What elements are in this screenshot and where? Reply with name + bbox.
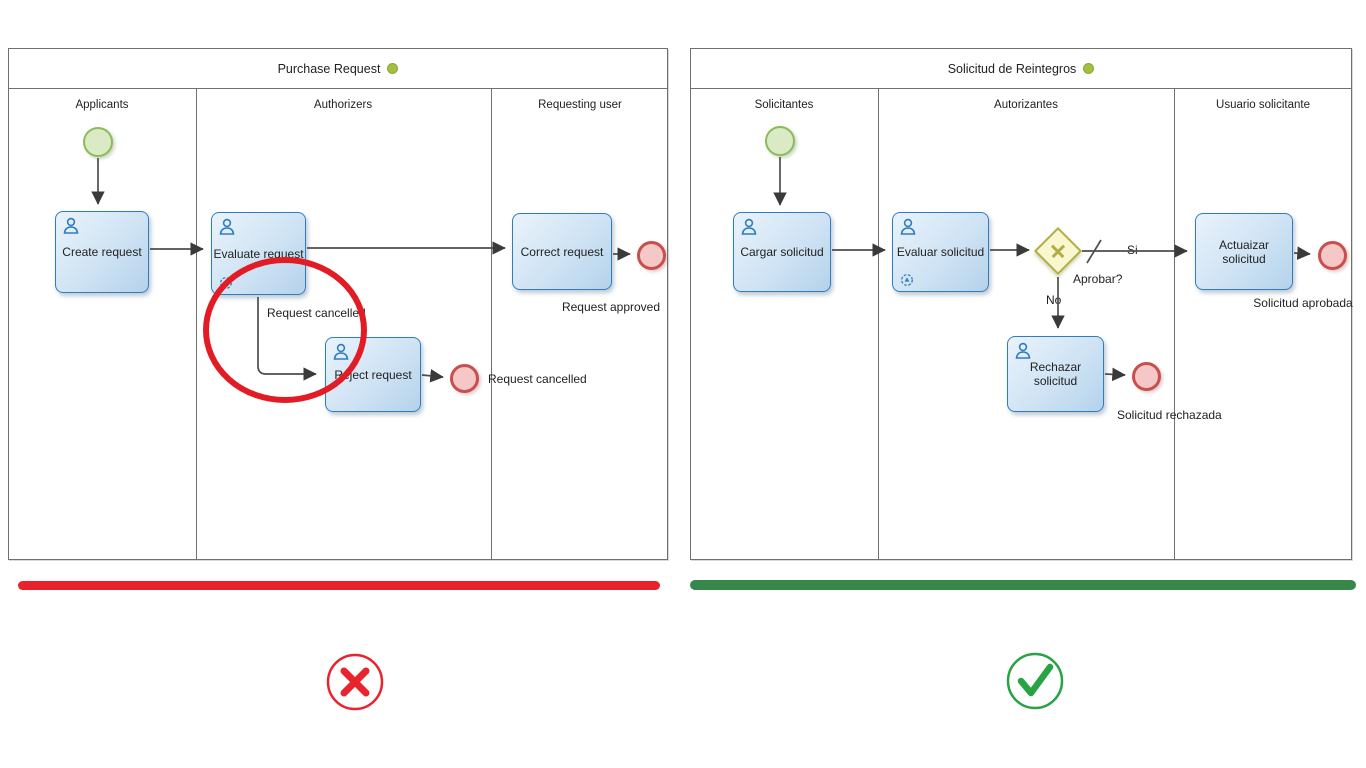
end-label-request-approved: Request approved bbox=[561, 300, 661, 314]
bpmn-pool-purchase-request: Purchase Request Applicants Authorizers … bbox=[8, 48, 668, 560]
task-label: Evaluar solicitud bbox=[896, 245, 985, 259]
flow-label-request-cancelled: Request cancelled bbox=[267, 306, 366, 320]
task-label: Reject request bbox=[334, 367, 412, 382]
task-cargar-solicitud: Cargar solicitud bbox=[733, 212, 831, 292]
fail-underline bbox=[18, 581, 660, 590]
user-icon bbox=[62, 217, 80, 234]
check-circle-icon bbox=[1006, 652, 1064, 710]
lane-divider bbox=[196, 89, 197, 559]
task-label: Create request bbox=[62, 245, 142, 259]
lane-divider bbox=[491, 89, 492, 559]
end-label-solicitud-aprobada: Solicitud aprobada bbox=[1253, 296, 1353, 310]
end-event-cancelled bbox=[450, 364, 479, 393]
lane-label-authorizers: Authorizers bbox=[313, 99, 373, 111]
task-label: Correct request bbox=[520, 244, 604, 259]
task-label: Cargar solicitud bbox=[740, 245, 824, 259]
end-event-aprobada bbox=[1318, 241, 1347, 270]
task-evaluar-solicitud: Evaluar solicitud bbox=[892, 212, 989, 292]
x-circle-icon bbox=[326, 653, 384, 711]
end-event-approved bbox=[637, 241, 666, 270]
lane-label-requesting-user: Requesting user bbox=[538, 99, 622, 111]
loop-icon bbox=[900, 273, 914, 287]
gateway-x-icon bbox=[1047, 240, 1070, 263]
lane-divider bbox=[878, 89, 879, 559]
pool-title-text: Solicitud de Reintegros bbox=[947, 61, 1077, 76]
loop-icon bbox=[219, 276, 233, 290]
pass-underline bbox=[690, 580, 1356, 590]
gateway-label-aprobar: Aprobar? bbox=[1073, 272, 1123, 286]
user-icon bbox=[1014, 342, 1032, 359]
task-label: Evaluate request bbox=[213, 246, 304, 261]
pool-title: Purchase Request bbox=[9, 49, 667, 89]
task-create-request: Create request bbox=[55, 211, 149, 293]
lane-label-autorizantes: Autorizantes bbox=[994, 99, 1058, 111]
branch-label-si: Si bbox=[1127, 243, 1138, 257]
lane-divider bbox=[1174, 89, 1175, 559]
task-label: Actuaizar solicitud bbox=[1218, 237, 1270, 266]
start-event bbox=[765, 126, 795, 156]
task-reject-request: Reject request bbox=[325, 337, 421, 412]
pool-title-text: Purchase Request bbox=[277, 61, 381, 76]
start-event bbox=[83, 127, 113, 157]
status-dot-icon bbox=[1083, 63, 1095, 74]
lane-label-solicitantes: Solicitantes bbox=[754, 99, 814, 111]
end-event-rechazada bbox=[1132, 362, 1161, 391]
pool-title: Solicitud de Reintegros bbox=[691, 49, 1351, 89]
end-label-solicitud-rechazada: Solicitud rechazada bbox=[1117, 408, 1222, 422]
lane-label-usuario-solicitante: Usuario solicitante bbox=[1216, 99, 1310, 111]
user-icon bbox=[899, 218, 917, 235]
task-actuaizar-solicitud: Actuaizar solicitud bbox=[1195, 213, 1293, 290]
branch-label-no: No bbox=[1046, 293, 1062, 307]
user-icon bbox=[332, 343, 350, 360]
end-label-request-cancelled: Request cancelled bbox=[488, 372, 587, 386]
lane-label-applicants: Applicants bbox=[75, 99, 129, 111]
task-rechazar-solicitud: Rechazar solicitud bbox=[1007, 336, 1104, 412]
user-icon bbox=[218, 218, 236, 235]
bpmn-pool-solicitud-reintegros: Solicitud de Reintegros Solicitantes Aut… bbox=[690, 48, 1352, 560]
task-correct-request: Correct request bbox=[512, 213, 612, 290]
status-dot-icon bbox=[387, 63, 399, 74]
task-evaluate-request: Evaluate request bbox=[211, 212, 306, 295]
task-label: Rechazar solicitud bbox=[1029, 360, 1082, 388]
user-icon bbox=[740, 218, 758, 235]
